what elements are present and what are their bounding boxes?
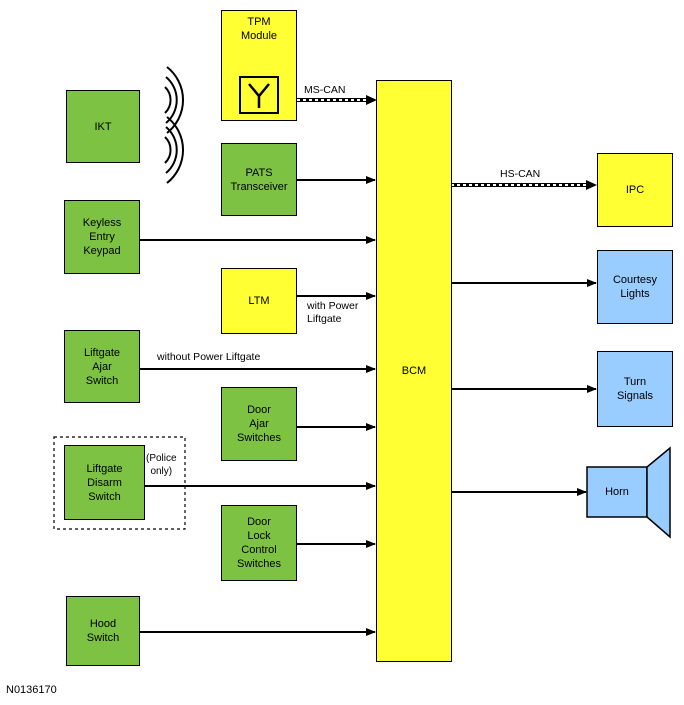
ms-can-link bbox=[297, 95, 377, 105]
antenna-icon bbox=[239, 76, 279, 114]
figure-id: N0136170 bbox=[6, 684, 57, 696]
with-power-liftgate-label: with Power Liftgate bbox=[307, 300, 359, 325]
door-ajar-switches-box: Door Ajar Switches bbox=[221, 387, 297, 461]
ms-can-label: MS-CAN bbox=[304, 84, 346, 96]
ikt-box: IKT bbox=[66, 90, 140, 163]
horn-icon bbox=[586, 446, 671, 539]
police-only-label: (Police only) bbox=[146, 453, 177, 477]
hood-switch-box: Hood Switch bbox=[66, 596, 140, 666]
pats-transceiver-box: PATS Transceiver bbox=[221, 143, 297, 216]
hs-can-link bbox=[451, 180, 597, 190]
police-only-dotted-frame bbox=[53, 436, 186, 530]
ikt-radio-waves bbox=[164, 66, 184, 184]
horn-label: Horn bbox=[605, 486, 629, 498]
liftgate-ajar-switch-box: Liftgate Ajar Switch bbox=[64, 330, 140, 403]
without-power-liftgate-label: without Power Liftgate bbox=[157, 351, 261, 363]
ipc-box: IPC bbox=[597, 153, 673, 227]
liftgate-disarm-switch-box: Liftgate Disarm Switch bbox=[64, 445, 145, 520]
tpm-module-box: TPM Module bbox=[221, 10, 297, 121]
keyless-entry-keypad-box: Keyless Entry Keypad bbox=[64, 200, 140, 274]
door-lock-control-switches-box: Door Lock Control Switches bbox=[221, 505, 297, 581]
turn-signals-box: Turn Signals bbox=[597, 351, 673, 427]
bcm-box: BCM bbox=[376, 80, 452, 662]
ltm-box: LTM bbox=[221, 268, 297, 334]
courtesy-lights-box: Courtesy Lights bbox=[597, 250, 673, 324]
tpm-module-label: TPM Module bbox=[240, 16, 278, 42]
hs-can-label: HS-CAN bbox=[500, 168, 541, 180]
